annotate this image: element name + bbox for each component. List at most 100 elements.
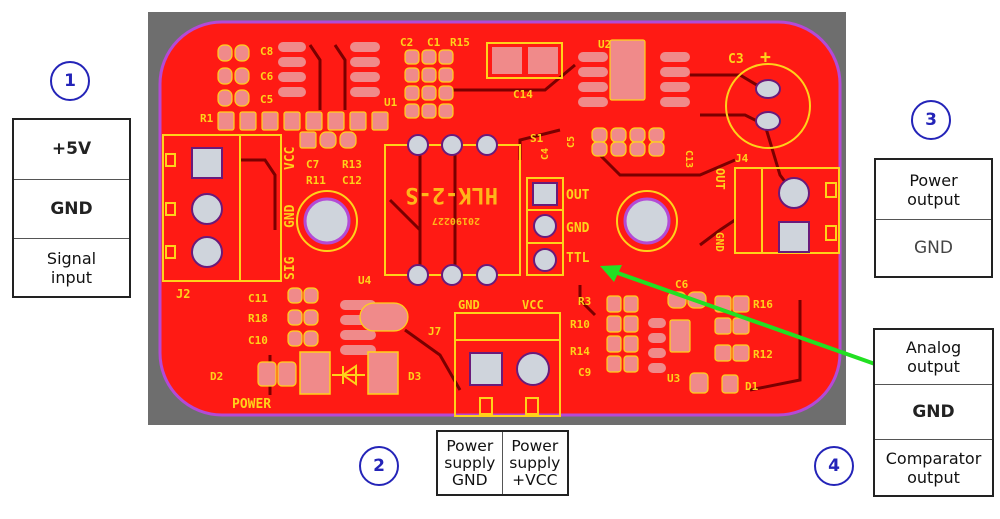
smd-pad: [327, 111, 345, 131]
pin-label-gnd: GND: [14, 180, 129, 239]
smd-pad: [732, 344, 750, 362]
pin-label-comparator-output: Comparator output: [885, 448, 982, 487]
ic-pin-pad: [648, 333, 666, 343]
smd-pad: [303, 330, 319, 347]
smd-pad: [606, 335, 622, 353]
silk-c3: C3: [728, 52, 744, 67]
ic-pin-pad: [648, 363, 666, 373]
pin-label-gnd: GND: [875, 385, 992, 440]
silk-r11: R11: [306, 174, 326, 187]
silk-s1: S1: [530, 132, 544, 145]
ic-pin-pad: [660, 97, 690, 107]
silk-r13: R13: [342, 158, 362, 171]
smd-pad: [610, 127, 627, 143]
silk-d1: D1: [745, 380, 759, 393]
pin-label-analog-output: Analog output: [875, 330, 992, 385]
smd-pad: [217, 44, 233, 62]
silk-out: OUT: [566, 188, 590, 203]
ic-pin-pad: [278, 57, 306, 67]
silk-module-label: HLK-2-S: [405, 182, 498, 207]
smd-pad: [404, 103, 420, 119]
c14-pad: [528, 47, 558, 74]
ic-pin-pad: [660, 67, 690, 77]
smd-pad: [299, 131, 317, 149]
smd-pad: [623, 295, 639, 313]
pin-table-output-header: Analog output GND Comparator output: [873, 328, 994, 497]
smd-pad: [606, 295, 622, 313]
smd-pad: [277, 361, 297, 387]
diode-d3: [299, 351, 399, 395]
smd-pad: [609, 39, 646, 101]
pin-label-signal-input: Signal input: [46, 248, 97, 287]
smd-pad: [287, 330, 303, 347]
header-out-gnd-ttl: [526, 177, 564, 276]
smd-pad: [629, 141, 646, 157]
connector-j4: [734, 167, 840, 254]
smd-pad: [689, 372, 709, 394]
silk-c8: C8: [260, 45, 273, 58]
pin-label-gnd: GND: [914, 237, 953, 258]
ic-pin-pad: [578, 52, 608, 62]
silk-d2: D2: [210, 370, 223, 383]
silk-r15: R15: [450, 36, 470, 49]
smd-pad: [648, 141, 665, 157]
ic-pin-pad: [578, 82, 608, 92]
silk-ttl: TTL: [566, 251, 590, 266]
mounting-holes: [296, 190, 678, 252]
callout-number-2: 2: [359, 446, 399, 486]
smd-pad: [438, 103, 454, 119]
silk-j7-ref: J7: [428, 325, 441, 338]
pin-table-j2: +5V GND Signal input: [12, 118, 131, 298]
smd-pad: [217, 67, 233, 85]
silk-c5: C5: [566, 136, 577, 148]
silk-c5-left: C5: [260, 93, 273, 106]
smd-pad: [404, 49, 420, 65]
silk-c2: C2: [400, 36, 413, 49]
smd-pad: [714, 317, 732, 335]
smd-pad: [421, 85, 437, 101]
smd-pad: [404, 85, 420, 101]
smd-pad: [234, 67, 250, 85]
silk-r1: R1: [200, 112, 214, 125]
silk-c3-plus: +: [760, 47, 771, 68]
silk-c6: C6: [675, 278, 689, 291]
smd-pad: [591, 141, 608, 157]
smd-pad: [261, 111, 279, 131]
smd-pad: [629, 127, 646, 143]
connector-j2: [162, 134, 282, 282]
silk-j7-vcc: VCC: [522, 298, 544, 312]
callout-number-1: 1: [50, 61, 90, 101]
smd-pad: [371, 111, 389, 131]
silk-gnd: GND: [566, 221, 590, 236]
silk-j2-ref: J2: [176, 287, 190, 301]
silk-c1: C1: [427, 36, 441, 49]
smd-pad: [359, 302, 409, 332]
smd-pad: [234, 89, 250, 107]
smd-pad: [319, 131, 337, 149]
ic-pin-pad: [578, 67, 608, 77]
smd-pad: [606, 315, 622, 333]
ic-pin-pad: [648, 318, 666, 328]
silk-c10: C10: [248, 334, 268, 347]
j2-pad-round: [191, 193, 223, 225]
silk-u1: U1: [384, 96, 398, 109]
j2-pad-round: [191, 236, 223, 268]
smd-pad: [610, 141, 627, 157]
silk-j2-sig: SIG: [283, 256, 298, 280]
callout-number-3: 3: [911, 100, 951, 140]
smd-pad: [438, 67, 454, 83]
smd-pad: [217, 89, 233, 107]
silk-r18: R18: [248, 312, 268, 325]
smd-pad: [404, 67, 420, 83]
smd-pad: [732, 295, 750, 313]
silk-module-date: 20190227: [432, 215, 480, 226]
smd-pad: [421, 103, 437, 119]
capacitor-c3: [725, 63, 811, 149]
smd-pad: [623, 355, 639, 373]
smd-pad: [287, 309, 303, 326]
silk-c4: C4: [540, 148, 551, 160]
ic-pin-pad: [350, 42, 380, 52]
ic-pin-pad: [660, 82, 690, 92]
silk-c7: C7: [306, 158, 319, 171]
